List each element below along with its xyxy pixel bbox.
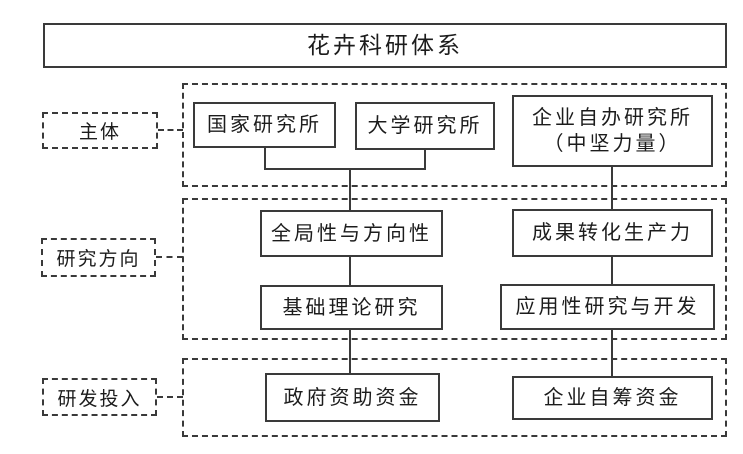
region-research-direction: [182, 198, 727, 340]
node-enterprise-self-funding-text: 企业自筹资金: [543, 387, 682, 409]
connector-merge-to-global-line: [349, 168, 351, 212]
node-applied-research-dev-text: 应用性研究与开发: [515, 296, 700, 318]
row-label-research-direction-text: 研究方向: [56, 249, 141, 270]
node-government-funding-text: 政府资助资金: [283, 386, 422, 409]
node-national-institute-text: 国家研究所: [207, 114, 322, 136]
node-achievement-productivity-text: 成果转化生产力: [532, 222, 693, 244]
node-university-institute: 大学研究所: [355, 102, 495, 150]
connector-merge-horizontal-line: [264, 168, 426, 170]
page-title: 花卉科研体系: [307, 32, 463, 58]
node-basic-theory-research-text: 基础理论研究: [282, 296, 421, 319]
row-label-research-direction: 研究方向: [41, 238, 156, 277]
node-enterprise-institute-line2: （中坚力量）: [543, 133, 682, 155]
row-label-subjects-text: 主体: [78, 122, 121, 143]
node-enterprise-institute: 企业自办研究所 （中坚力量）: [512, 95, 713, 167]
row-label-rd-investment-text: 研发投入: [57, 388, 142, 410]
connector-subjects-stub: [158, 129, 183, 131]
connector-national-drop-line: [264, 147, 266, 170]
node-enterprise-self-funding: 企业自筹资金: [512, 376, 713, 420]
title-box: 花卉科研体系: [43, 23, 727, 68]
node-enterprise-institute-line1: 企业自办研究所: [532, 107, 693, 129]
connector-applied-to-selffunding-line: [611, 329, 613, 378]
region-subjects: [182, 83, 727, 187]
connector-achievement-to-applied-line: [611, 256, 613, 286]
row-label-subjects: 主体: [42, 112, 158, 149]
region-rd-investment: [182, 358, 727, 437]
node-applied-research-dev: 应用性研究与开发: [500, 284, 715, 330]
connector-basic-to-government-line: [349, 329, 351, 375]
node-global-directional: 全局性与方向性: [260, 210, 443, 257]
node-national-institute: 国家研究所: [193, 102, 336, 148]
connector-rd-investment-stub: [157, 396, 183, 398]
node-achievement-productivity: 成果转化生产力: [512, 209, 713, 257]
connector-research-direction-stub: [156, 256, 183, 258]
node-global-directional-text: 全局性与方向性: [271, 222, 432, 245]
node-basic-theory-research: 基础理论研究: [260, 285, 443, 330]
node-university-institute-text: 大学研究所: [367, 115, 483, 137]
node-government-funding: 政府资助资金: [265, 373, 440, 422]
connector-global-to-basic-line: [349, 256, 351, 287]
connector-university-drop-line: [424, 149, 426, 170]
connector-enterprise-to-achievement-line: [611, 165, 613, 211]
row-label-rd-investment: 研发投入: [42, 378, 157, 416]
